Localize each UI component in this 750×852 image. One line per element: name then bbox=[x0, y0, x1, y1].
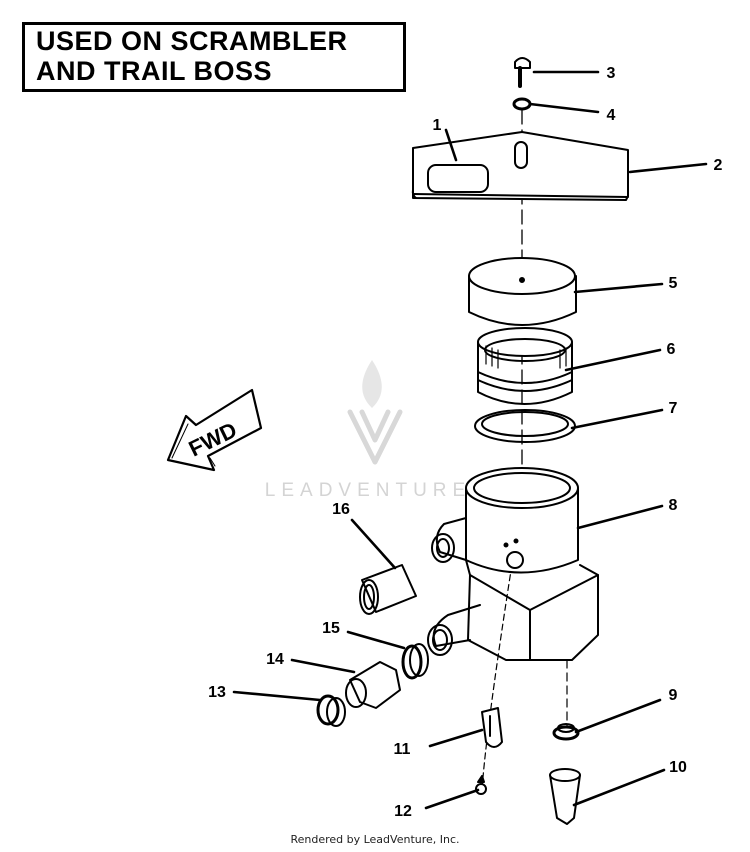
boot-part-14 bbox=[345, 661, 401, 709]
filter-element-part-6 bbox=[477, 327, 573, 405]
callout-8: 8 bbox=[669, 497, 678, 514]
callout-14: 14 bbox=[266, 651, 284, 668]
vent-line bbox=[481, 544, 516, 791]
plug-part-12 bbox=[475, 775, 487, 795]
clamp-part-15 bbox=[401, 643, 429, 680]
gasket-part-7 bbox=[474, 409, 576, 443]
callout-13: 13 bbox=[208, 684, 226, 701]
fwd-arrow bbox=[166, 388, 263, 472]
drain-valve-part-10 bbox=[549, 768, 581, 825]
callout-11: 11 bbox=[394, 741, 411, 758]
callout-9: 9 bbox=[669, 687, 678, 704]
filter-cap-part-5 bbox=[468, 257, 577, 326]
watermark-logo bbox=[347, 360, 403, 465]
airbox-part-8 bbox=[427, 467, 599, 661]
title-line-1: USED ON SCRAMBLER bbox=[36, 26, 348, 56]
callout-15: 15 bbox=[322, 620, 340, 637]
leader-lines bbox=[232, 70, 708, 810]
callout-4: 4 bbox=[607, 107, 616, 124]
callout-16: 16 bbox=[332, 501, 350, 518]
callout-6: 6 bbox=[667, 341, 676, 358]
callout-3: 3 bbox=[607, 65, 616, 82]
clamp-part-13 bbox=[316, 694, 346, 727]
grommet-part-9 bbox=[552, 723, 580, 741]
callout-5: 5 bbox=[669, 275, 678, 292]
hose-part-16 bbox=[359, 564, 417, 615]
footer-credit: Rendered by LeadVenture, Inc. bbox=[290, 833, 460, 846]
title-box bbox=[22, 22, 406, 92]
callout-2: 2 bbox=[714, 157, 723, 174]
title-line-2: AND TRAIL BOSS bbox=[36, 56, 273, 86]
watermark-text: LEADVENTURE bbox=[265, 480, 471, 501]
bolt-part-3 bbox=[514, 57, 531, 88]
bracket-part-2 bbox=[411, 131, 629, 201]
callout-1: 1 bbox=[433, 117, 442, 134]
callout-12: 12 bbox=[394, 803, 412, 820]
callout-10: 10 bbox=[669, 759, 687, 776]
washer-part-4 bbox=[512, 97, 532, 111]
clip-part-11 bbox=[481, 707, 503, 748]
callout-7: 7 bbox=[669, 400, 678, 417]
